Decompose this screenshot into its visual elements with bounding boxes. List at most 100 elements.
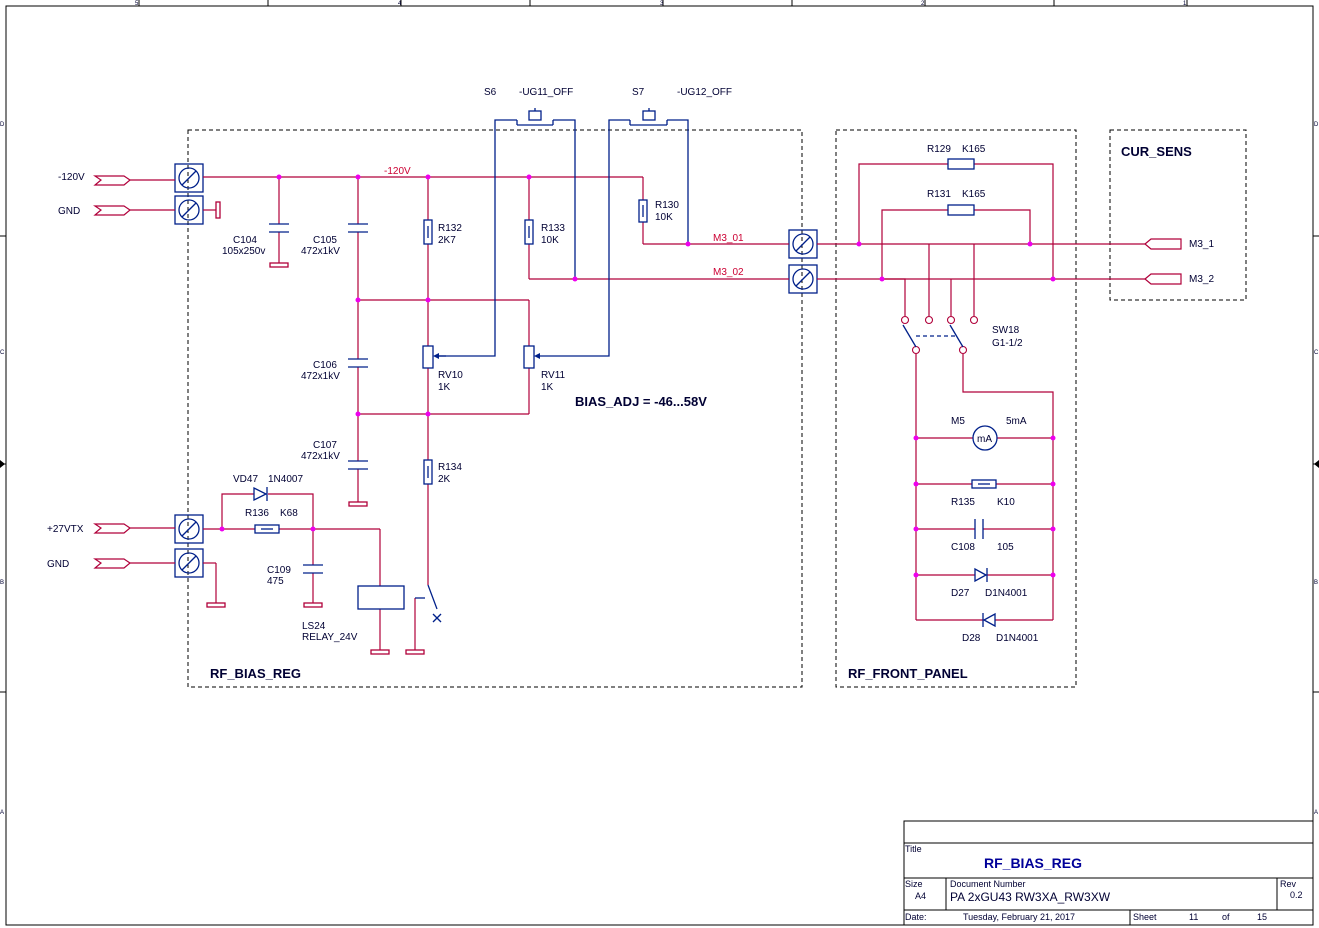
rv11-ref: RV11 xyxy=(541,370,566,381)
r135-ref: R135 xyxy=(951,497,975,508)
border-row-c: C xyxy=(0,350,5,356)
tb-docnum: PA 2xGU43 RW3XA_RW3XW xyxy=(950,890,1111,904)
resistor-r130: R130 10K xyxy=(638,199,679,223)
r134-ref: R134 xyxy=(438,462,462,473)
c107-ref: C107 xyxy=(313,440,337,451)
r134-value: 2K xyxy=(438,474,451,485)
terminal-connector-left xyxy=(174,163,204,578)
r133-ref: R133 xyxy=(541,223,565,234)
ground-symbols xyxy=(206,201,425,655)
resistor-r132: R132 2K7 xyxy=(423,219,462,246)
net-m3-02: M3_02 xyxy=(713,267,744,278)
diode-vd47: VD47 1N4007 xyxy=(233,474,303,502)
ls24-ref: LS24 xyxy=(302,621,326,632)
rv10-value: 1K xyxy=(438,382,451,393)
bias-adj-note: BIAS_ADJ = -46...58V xyxy=(575,394,707,409)
port-minus-120v-label: -120V xyxy=(58,172,85,183)
c106-ref: C106 xyxy=(313,360,337,371)
r136-ref: R136 xyxy=(245,508,269,519)
tb-sheet: 11 xyxy=(1189,912,1198,922)
cur-sens-block xyxy=(1109,129,1247,301)
wires xyxy=(130,119,1145,650)
r136-value: K68 xyxy=(280,508,298,519)
tb-sheets: 15 xyxy=(1257,912,1267,922)
port-m3-1: M3_1 xyxy=(1144,238,1214,250)
border-col-4: 4 xyxy=(398,1,402,7)
c109-value: 475 xyxy=(267,576,284,587)
border-col-2: 2 xyxy=(921,1,925,7)
rv11-value: 1K xyxy=(541,382,554,393)
port-gnd-1: GND xyxy=(58,205,132,217)
tb-size-label: Size xyxy=(905,879,923,889)
switch-s6: S6 -UG11_OFF xyxy=(484,87,573,126)
border-col-3: 3 xyxy=(660,1,664,7)
tb-of-label: of xyxy=(1222,912,1230,922)
port-gnd-2-label: GND xyxy=(47,559,69,570)
m5-value: 5mA xyxy=(1006,416,1027,427)
r135-value: K10 xyxy=(997,497,1015,508)
port-gnd-2: GND xyxy=(47,558,132,570)
border-zone-marks: 5 4 3 2 1 D C B A D C B A xyxy=(0,1,1319,816)
r131-value: K165 xyxy=(962,189,986,200)
sw18-value: G1-1/2 xyxy=(992,338,1023,349)
resistor-r136: R136 K68 xyxy=(245,508,298,534)
c108-value: 105 xyxy=(997,542,1014,553)
c106-value: 472x1kV xyxy=(301,371,340,382)
r132-value: 2K7 xyxy=(438,235,456,246)
r130-ref: R130 xyxy=(655,200,679,211)
diode-d28: D28 D1N4001 xyxy=(962,612,1039,644)
d28-ref: D28 xyxy=(962,633,981,644)
tb-title: RF_BIAS_REG xyxy=(984,855,1082,871)
net-minus-120v: -120V xyxy=(384,166,411,177)
s7-value: -UG12_OFF xyxy=(677,87,732,98)
s6-ref: S6 xyxy=(484,87,497,98)
switch-s7: S7 -UG12_OFF xyxy=(629,87,732,126)
c105-ref: C105 xyxy=(313,235,337,246)
vd47-ref: VD47 xyxy=(233,474,258,485)
port-plus-27vtx: +27VTX xyxy=(47,523,132,535)
border-row-d: D xyxy=(0,122,5,128)
capacitor-c106: C106 472x1kV xyxy=(301,358,368,382)
rf-front-panel-label: RF_FRONT_PANEL xyxy=(848,666,968,681)
potentiometer-rv11: RV11 1K xyxy=(523,345,566,393)
c104-ref: C104 xyxy=(233,235,257,246)
ls24-value: RELAY_24V xyxy=(302,632,358,643)
port-minus-120v: -120V xyxy=(58,172,132,186)
border-row-b: B xyxy=(0,580,4,586)
capacitor-c105: C105 472x1kV xyxy=(301,223,368,257)
resistor-r134: R134 2K xyxy=(423,459,462,485)
port-m3-1-label: M3_1 xyxy=(1189,239,1214,250)
tb-docnum-label: Document Number xyxy=(950,879,1026,889)
capacitor-c108: C108 105 xyxy=(951,519,1014,553)
border-row-a: A xyxy=(0,810,4,816)
resistor-r129: R129 K165 xyxy=(927,144,986,170)
tb-size: A4 xyxy=(915,891,926,901)
diode-d27: D27 D1N4001 xyxy=(951,567,1028,599)
tb-date-label: Date: xyxy=(905,912,927,922)
m5-ref: M5 xyxy=(951,416,965,427)
d27-ref: D27 xyxy=(951,588,970,599)
port-m3-2-label: M3_2 xyxy=(1189,274,1214,285)
rv10-ref: RV10 xyxy=(438,370,463,381)
title-block: Title RF_BIAS_REG Size A4 Document Numbe… xyxy=(903,820,1314,926)
border-row-b-right: B xyxy=(1314,580,1318,586)
terminal-connector-m3 xyxy=(788,229,818,294)
border-col-1: 1 xyxy=(1183,1,1187,7)
port-gnd-1-label: GND xyxy=(58,206,80,217)
r131-ref: R131 xyxy=(927,189,951,200)
resistor-r135: R135 K10 xyxy=(951,479,1015,508)
tb-rev: 0.2 xyxy=(1290,890,1303,900)
border-row-c-right: C xyxy=(1314,350,1319,356)
c108-ref: C108 xyxy=(951,542,975,553)
port-plus-27vtx-label: +27VTX xyxy=(47,524,84,535)
r132-ref: R132 xyxy=(438,223,462,234)
rf-bias-reg-block xyxy=(187,129,803,688)
border-row-a-right: A xyxy=(1314,810,1318,816)
resistor-r131: R131 K165 xyxy=(927,189,986,216)
tb-sheet-label: Sheet xyxy=(1133,912,1157,922)
border-row-d-right: D xyxy=(1314,122,1319,128)
port-m3-2: M3_2 xyxy=(1144,273,1214,285)
net-m3-01: M3_01 xyxy=(713,233,744,244)
